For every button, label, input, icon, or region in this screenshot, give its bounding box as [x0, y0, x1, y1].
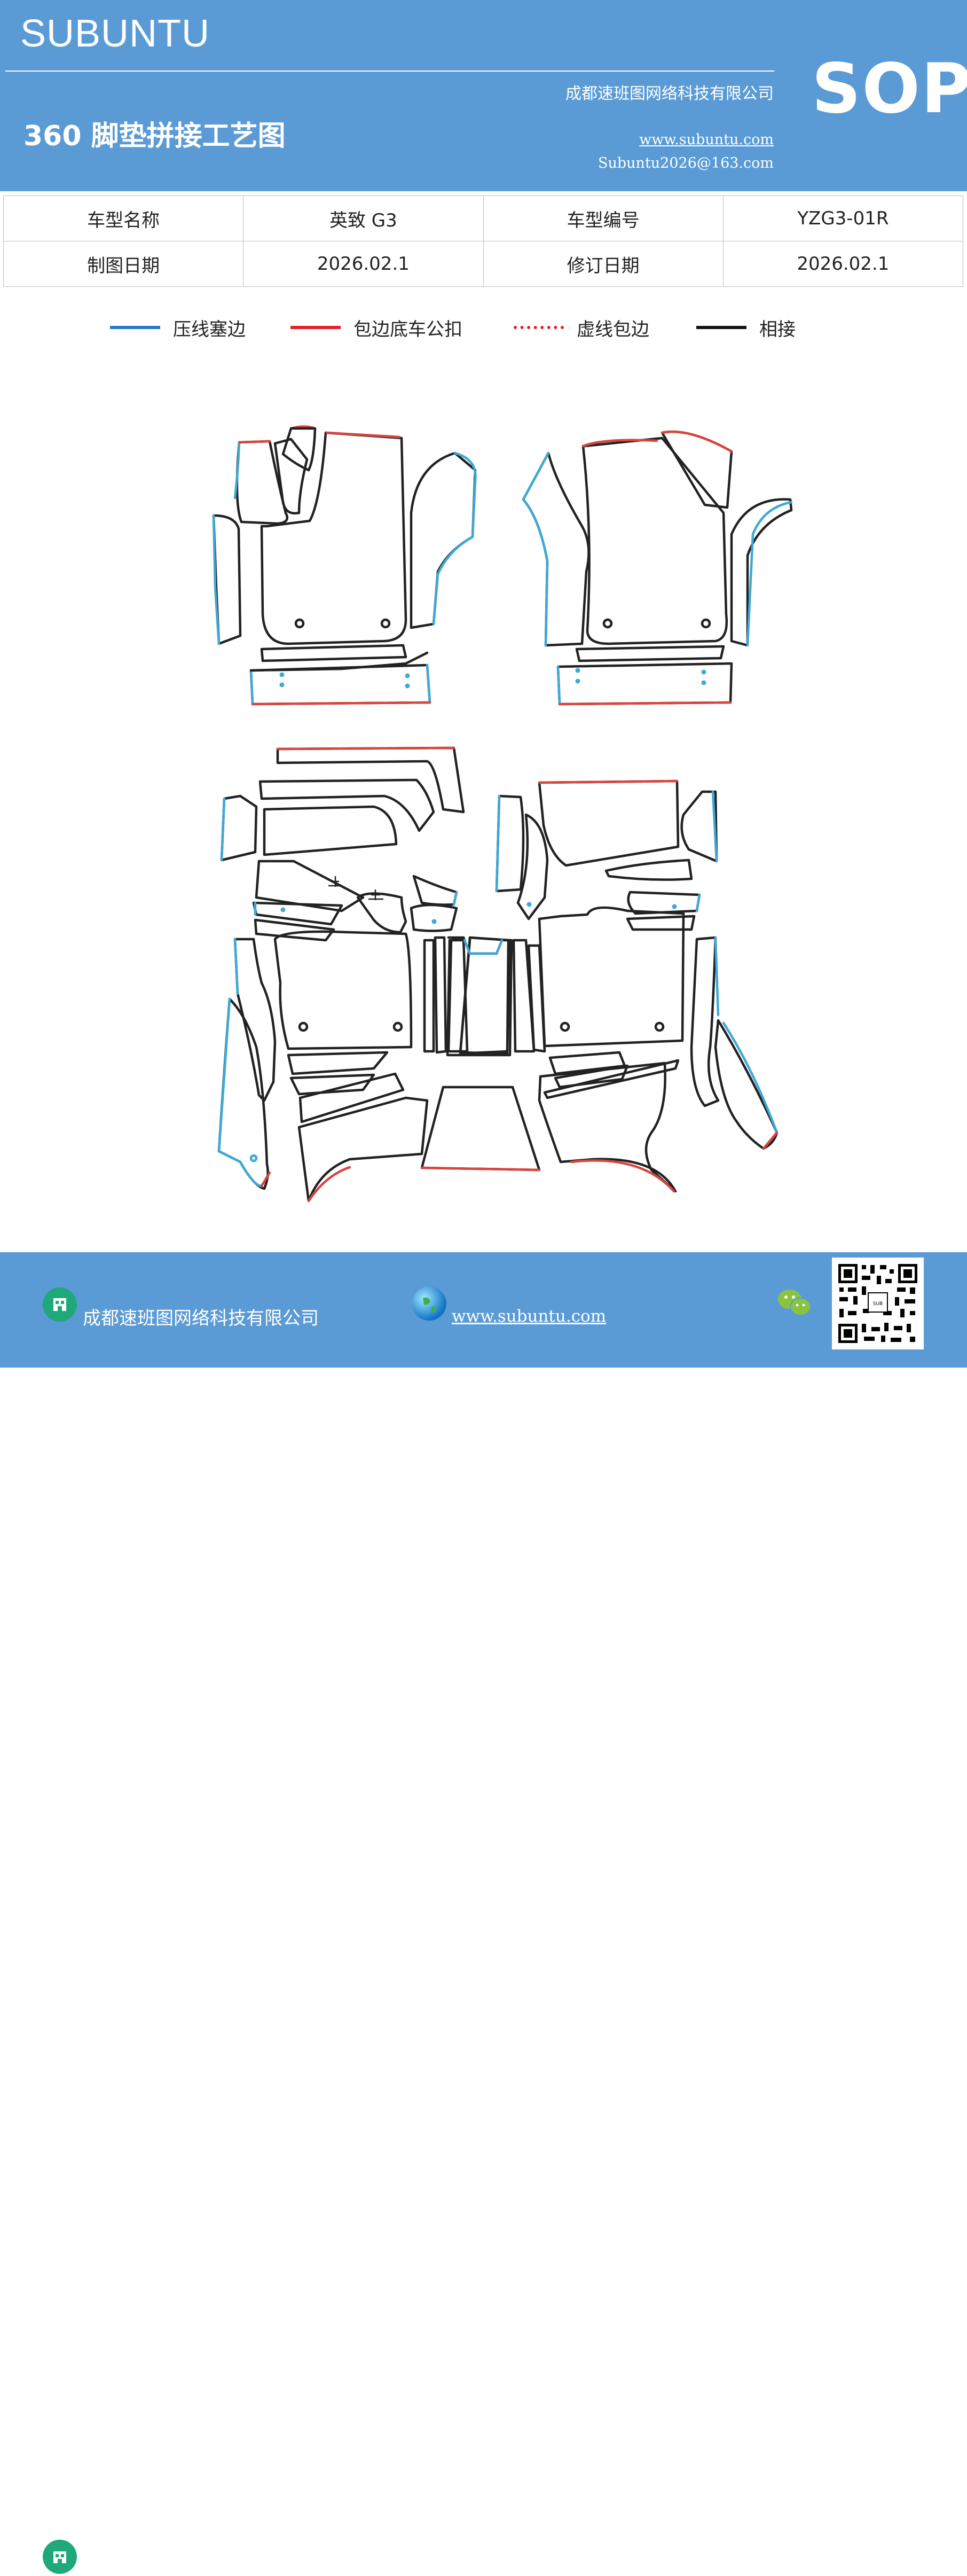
page-title: 360 脚垫拼接工艺图 [23, 120, 286, 152]
footer-website-link[interactable]: www.subuntu.com [452, 1307, 607, 1326]
legend-line-black [696, 326, 746, 329]
mat-layout-diagram [212, 425, 793, 1203]
front-left-mat-group [212, 425, 477, 706]
legend-item-dotted-edge: 虚线包边 [514, 314, 649, 341]
legend-label: 压线塞边 [173, 318, 246, 340]
building-icon [43, 2540, 77, 2574]
building-icon [43, 1287, 77, 1322]
table-cell: 2026.02.1 [722, 241, 964, 287]
table-cell: 车型名称 [3, 196, 244, 241]
company-name: 成都速班图网络科技有限公司 [565, 84, 774, 103]
globe-icon [412, 1286, 446, 1321]
svg-text:SUB: SUB [873, 1301, 883, 1307]
legend-item-joined: 相接 [696, 314, 796, 341]
qr-code: SUB [832, 1258, 924, 1349]
header-banner: SUBUNTU 360 脚垫拼接工艺图 成都速班图网络科技有限公司 www.su… [0, 0, 967, 191]
header-divider [5, 71, 774, 72]
legend-label: 包边底车公扣 [353, 318, 462, 340]
table-cell: 2026.02.1 [243, 241, 484, 287]
legend: 压线塞边 包边底车公扣 虚线包边 相接 [0, 314, 967, 341]
legend-item-press-edge: 压线塞边 [110, 314, 246, 341]
legend-line-red [290, 326, 341, 329]
legend-line-blue [110, 326, 160, 329]
front-right-mat-group [522, 430, 793, 706]
table-cell: 车型编号 [483, 196, 724, 241]
legend-label: 虚线包边 [577, 318, 649, 340]
table-row: 车型名称 英致 G3 车型编号 YZG3-01R [3, 196, 964, 241]
fastener-marks [328, 876, 383, 900]
rear-mat-group [217, 746, 779, 1203]
wechat-icon[interactable] [777, 1287, 811, 1318]
email-address: Subuntu2026@163.com [598, 155, 774, 171]
table-cell: YZG3-01R [722, 196, 964, 241]
table-cell: 制图日期 [3, 241, 244, 287]
clip-dots [279, 668, 706, 924]
legend-label: 相接 [759, 318, 796, 340]
table-row: 制图日期 2026.02.1 修订日期 2026.02.1 [3, 241, 964, 287]
vehicle-info-table: 车型名称 英致 G3 车型编号 YZG3-01R 制图日期 2026.02.1 … [3, 196, 964, 287]
website-link[interactable]: www.subuntu.com [639, 131, 774, 148]
legend-line-red-dotted [514, 326, 564, 329]
table-cell: 英致 G3 [243, 196, 484, 241]
sop-badge: SOP [812, 49, 967, 129]
table-cell: 修订日期 [483, 241, 724, 287]
footer-company: 成都速班图网络科技有限公司 [83, 1308, 319, 1329]
brand-name: SUBUNTU [20, 12, 210, 55]
legend-item-wrap-edge: 包边底车公扣 [290, 314, 462, 341]
